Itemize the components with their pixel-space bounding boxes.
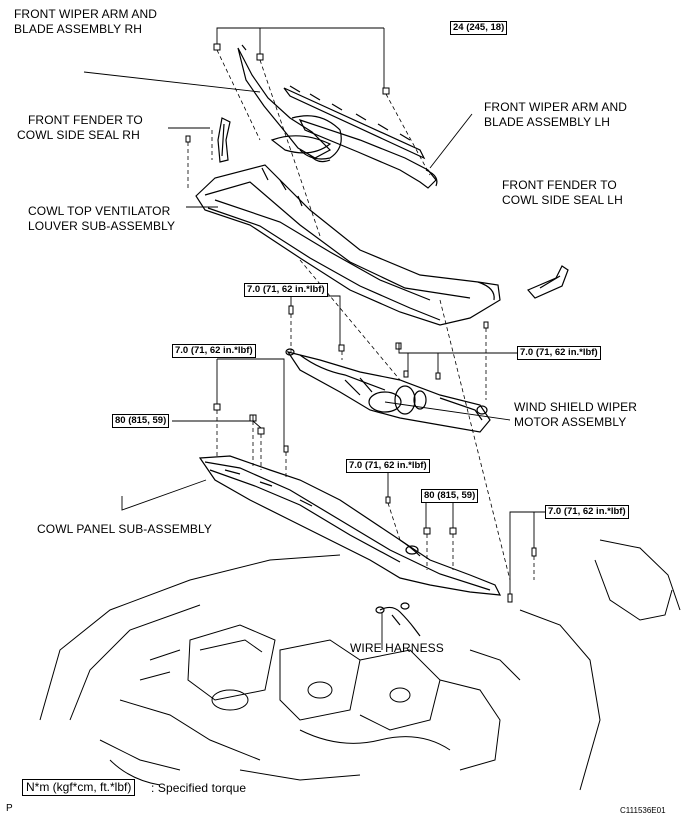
label-cowl-panel: COWL PANEL SUB-ASSEMBLY [37, 522, 213, 536]
torque-motor-right: 7.0 (71, 62 in.*lbf) [517, 346, 601, 360]
torque-motor-left: 7.0 (71, 62 in.*lbf) [244, 283, 328, 297]
label-wiper-rh-line1: FRONT WIPER ARM AND [14, 7, 158, 21]
engine-compartment [39, 539, 681, 791]
cowl-louver [195, 164, 501, 326]
label-louver-line2: LOUVER SUB-ASSEMBLY [28, 219, 176, 233]
page-mark: P [6, 803, 13, 814]
fender-seal-rh [217, 117, 231, 163]
torque-panel-left: 80 (815, 59) [112, 414, 170, 428]
figure-code: C111536E01 [620, 806, 666, 815]
wiper-arm-lh [283, 85, 438, 189]
fender-seal-lh [527, 265, 569, 299]
torque-panel-right: 7.0 (71, 62 in.*lbf) [545, 505, 629, 519]
label-seal-rh-line2: COWL SIDE SEAL RH [17, 128, 140, 142]
label-motor-line1: WIND SHIELD WIPER [514, 400, 638, 414]
label-seal-lh-line2: COWL SIDE SEAL LH [502, 193, 623, 207]
label-seal-rh-line1: FRONT FENDER TO [28, 113, 143, 127]
label-wiper-lh-line1: FRONT WIPER ARM AND [484, 100, 628, 114]
label-louver-line1: COWL TOP VENTILATOR [28, 204, 171, 218]
legend-unit-box: N*m (kgf*cm, ft.*lbf) [22, 779, 136, 796]
label-wiper-lh-line2: BLADE ASSEMBLY LH [484, 115, 610, 129]
legend-text: : Specified torque [151, 781, 247, 795]
torque-panel-mid: 7.0 (71, 62 in.*lbf) [346, 459, 430, 473]
wiper-motor [285, 348, 491, 433]
torque-motor-mid: 7.0 (71, 62 in.*lbf) [172, 344, 256, 358]
wire-harness [375, 602, 421, 637]
torque-panel-center: 80 (815, 59) [421, 489, 479, 503]
cowl-panel [198, 455, 502, 596]
torque-wiper: 24 (245, 18) [450, 21, 508, 35]
label-wire-harness: WIRE HARNESS [350, 641, 444, 655]
label-wiper-rh-line2: BLADE ASSEMBLY RH [14, 22, 142, 36]
wiper-arm-rh [237, 44, 342, 163]
label-seal-lh-line1: FRONT FENDER TO [502, 178, 617, 192]
label-motor-line2: MOTOR ASSEMBLY [514, 415, 627, 429]
